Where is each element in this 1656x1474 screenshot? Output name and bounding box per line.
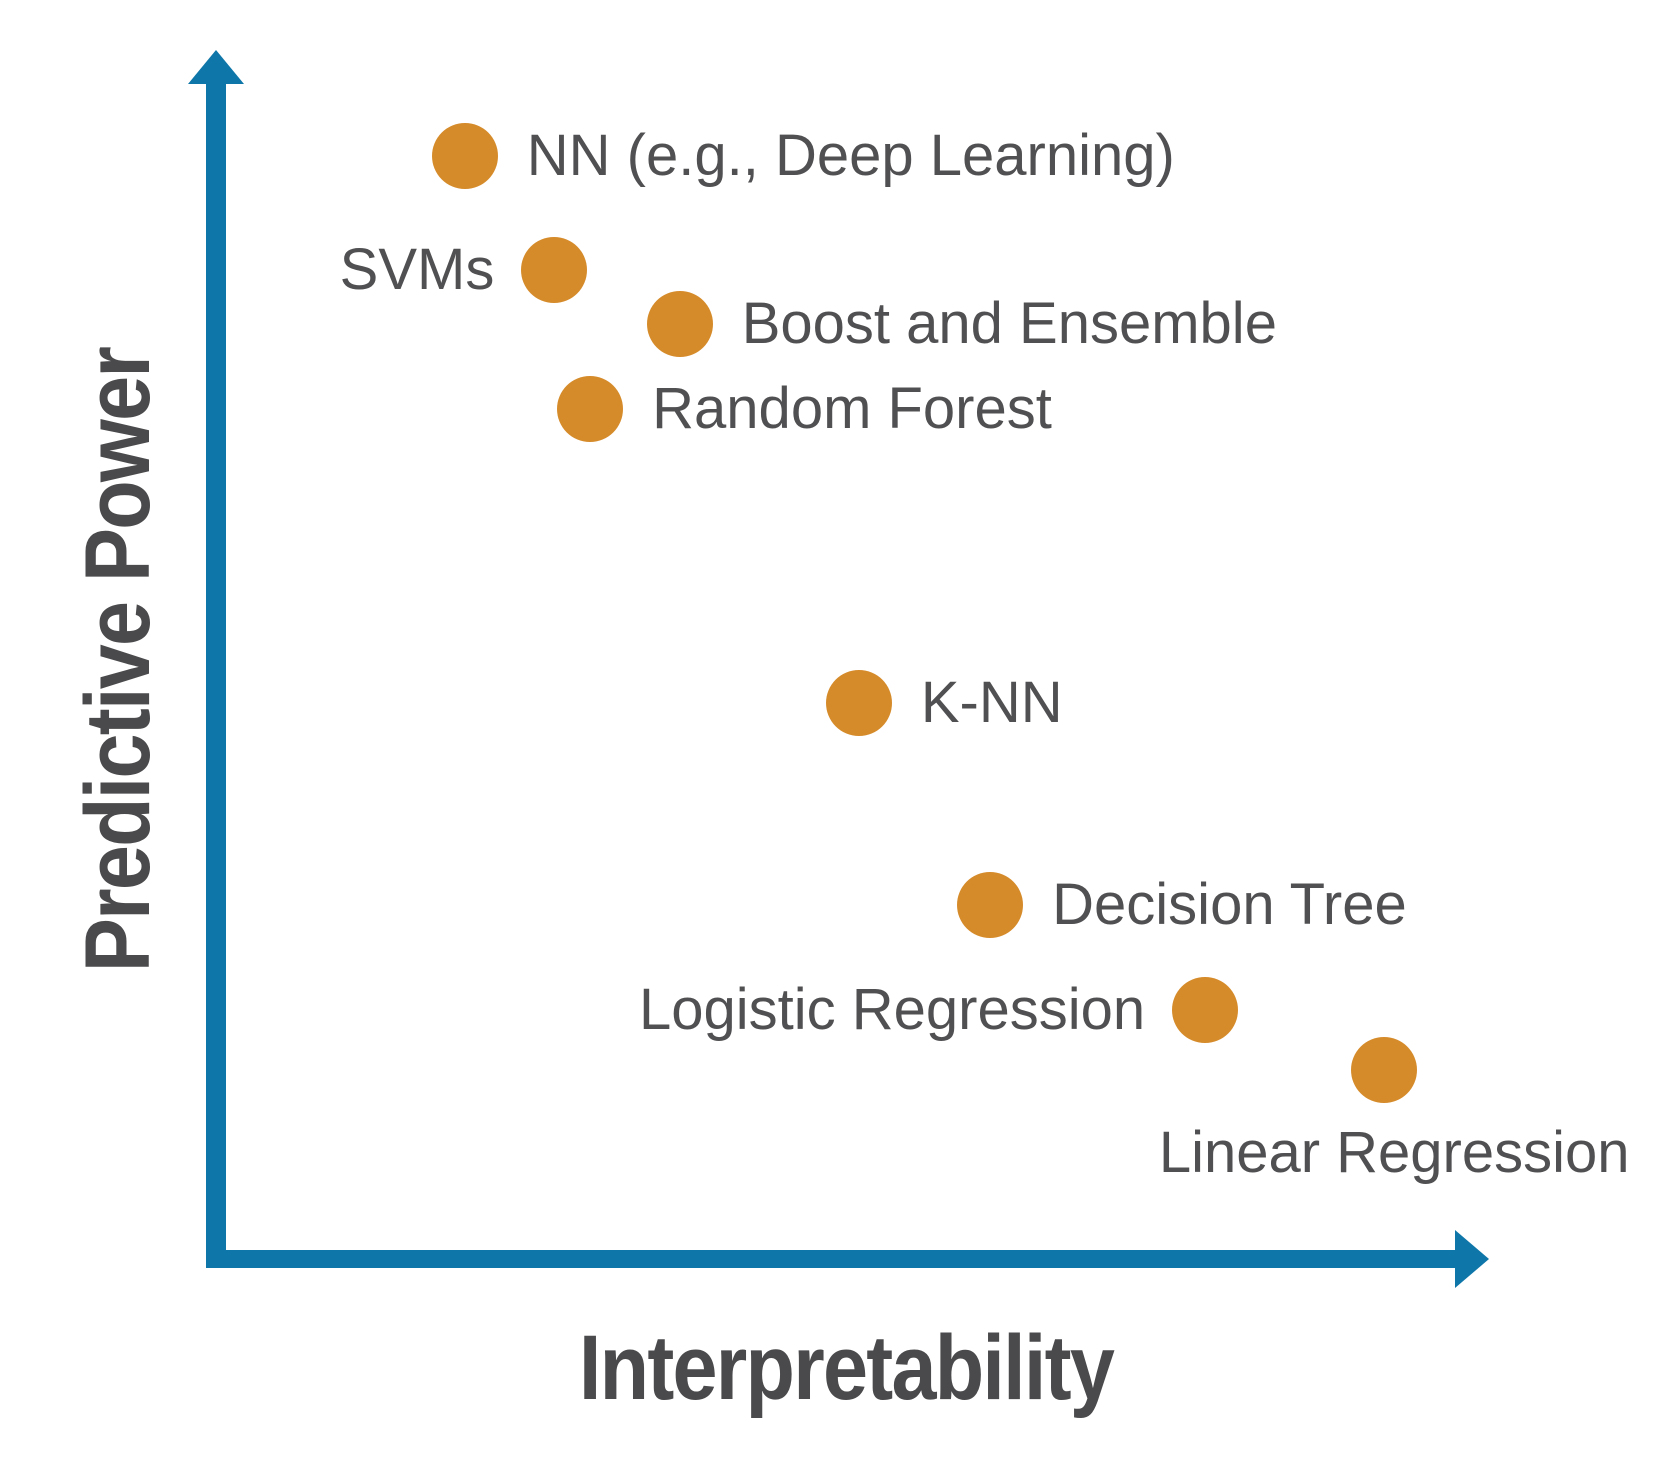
point-label-svms: SVMs: [339, 237, 495, 303]
point-label-nn: NN (e.g., Deep Learning): [526, 123, 1175, 189]
point-label-random-forest: Random Forest: [652, 375, 1052, 441]
y-axis-arrow-up-icon: [188, 50, 244, 84]
point-dot-decision-tree: [957, 872, 1024, 939]
point-dot-random-forest: [557, 375, 624, 442]
point-label-decision-tree: Decision Tree: [1052, 872, 1407, 938]
x-axis-line: [206, 1250, 1455, 1268]
point-label-boost-and-ensemble: Boost and Ensemble: [741, 291, 1277, 357]
point-dot-linear-regression: [1351, 1036, 1418, 1103]
point-dot-logistic-regression: [1172, 976, 1239, 1043]
point-label-k-nn: K-NN: [920, 670, 1063, 736]
point-dot-boost-and-ensemble: [646, 291, 713, 358]
point-dot-nn: [431, 123, 498, 190]
y-axis-title: Predictive Power: [67, 347, 169, 973]
point-label-linear-regression: Linear Regression: [1158, 1119, 1630, 1185]
point-dot-k-nn: [825, 670, 892, 737]
x-axis-title: Interpretability: [578, 1317, 1115, 1419]
x-axis-arrow-right-icon: [1455, 1230, 1489, 1288]
y-axis-line: [206, 80, 226, 1268]
point-dot-svms: [521, 237, 588, 304]
point-label-logistic-regression: Logistic Regression: [638, 976, 1146, 1042]
